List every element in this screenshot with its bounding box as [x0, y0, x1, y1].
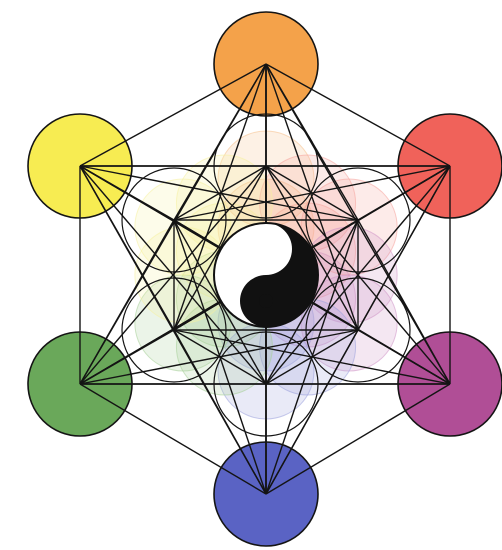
yin-yang-symbol [214, 223, 318, 327]
yang-dot [259, 242, 273, 256]
yin-dot [259, 294, 273, 308]
